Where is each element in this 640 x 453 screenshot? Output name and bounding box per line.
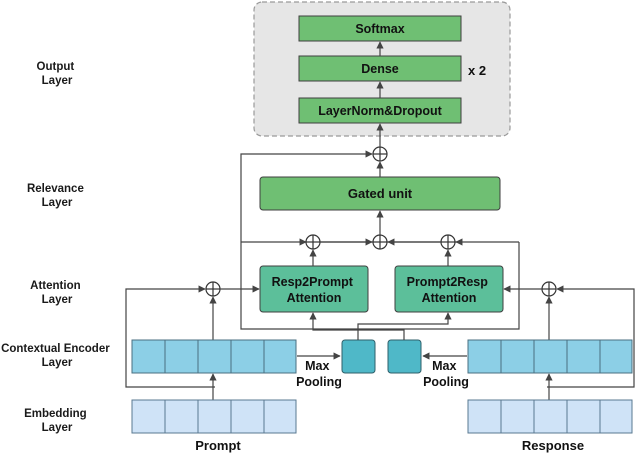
response-encoder-row: [467, 339, 633, 374]
softmax-label: Softmax: [355, 22, 404, 36]
prompt2resp-attention-box: [394, 265, 504, 313]
max-pooling-left-label: Max Pooling: [296, 359, 342, 389]
dense-label: Dense: [361, 62, 399, 76]
response-input-label: Response: [522, 438, 584, 453]
max-pooling-right-label: Max Pooling: [423, 359, 469, 389]
prompt2resp-attention-label: Prompt2Resp Attention: [407, 275, 492, 305]
gated-unit-label: Gated unit: [348, 186, 413, 201]
layernorm-dropout-box: [298, 97, 462, 124]
embedding-layer-label: Embedding Layer: [24, 408, 90, 434]
prompt-embedding-row: [131, 399, 297, 434]
prompt-pooled-vector: [341, 339, 376, 374]
layernorm-dropout-label: LayerNorm&Dropout: [318, 104, 442, 118]
skip-connection-prompt: [125, 285, 215, 388]
resp2prompt-attention-label: Resp2Prompt Attention: [272, 275, 357, 305]
response-pooled-vector: [387, 339, 422, 374]
repeat-count-label: x 2: [468, 63, 486, 78]
arrow-prompt-pool-to-prompt2resp: [357, 312, 452, 340]
prompt-input-label: Prompt: [195, 438, 241, 453]
skip-connection-relevance: [240, 150, 373, 242]
attention-frame: [240, 242, 520, 330]
resp2prompt-attention-box: [259, 265, 369, 313]
response-encoder-cell: [467, 339, 633, 374]
prompt-encoder-cell: [131, 339, 297, 374]
encoder-layer-label: Contextual Encoder Layer: [1, 343, 113, 369]
prompt-embedding-cell: [131, 399, 297, 434]
response-embedding-cell: [467, 399, 633, 434]
arrow-response-pool-to-resp2prompt: [309, 312, 405, 340]
output-layer-label: Output Layer: [37, 61, 78, 87]
softmax-box: [298, 15, 462, 42]
attention-layer-label: Attention Layer: [30, 280, 84, 306]
response-embedding-row: [467, 399, 633, 434]
relevance-layer-label: Relevance Layer: [27, 183, 87, 209]
skip-connection-response: [547, 285, 635, 388]
prompt-encoder-row: [131, 339, 297, 374]
